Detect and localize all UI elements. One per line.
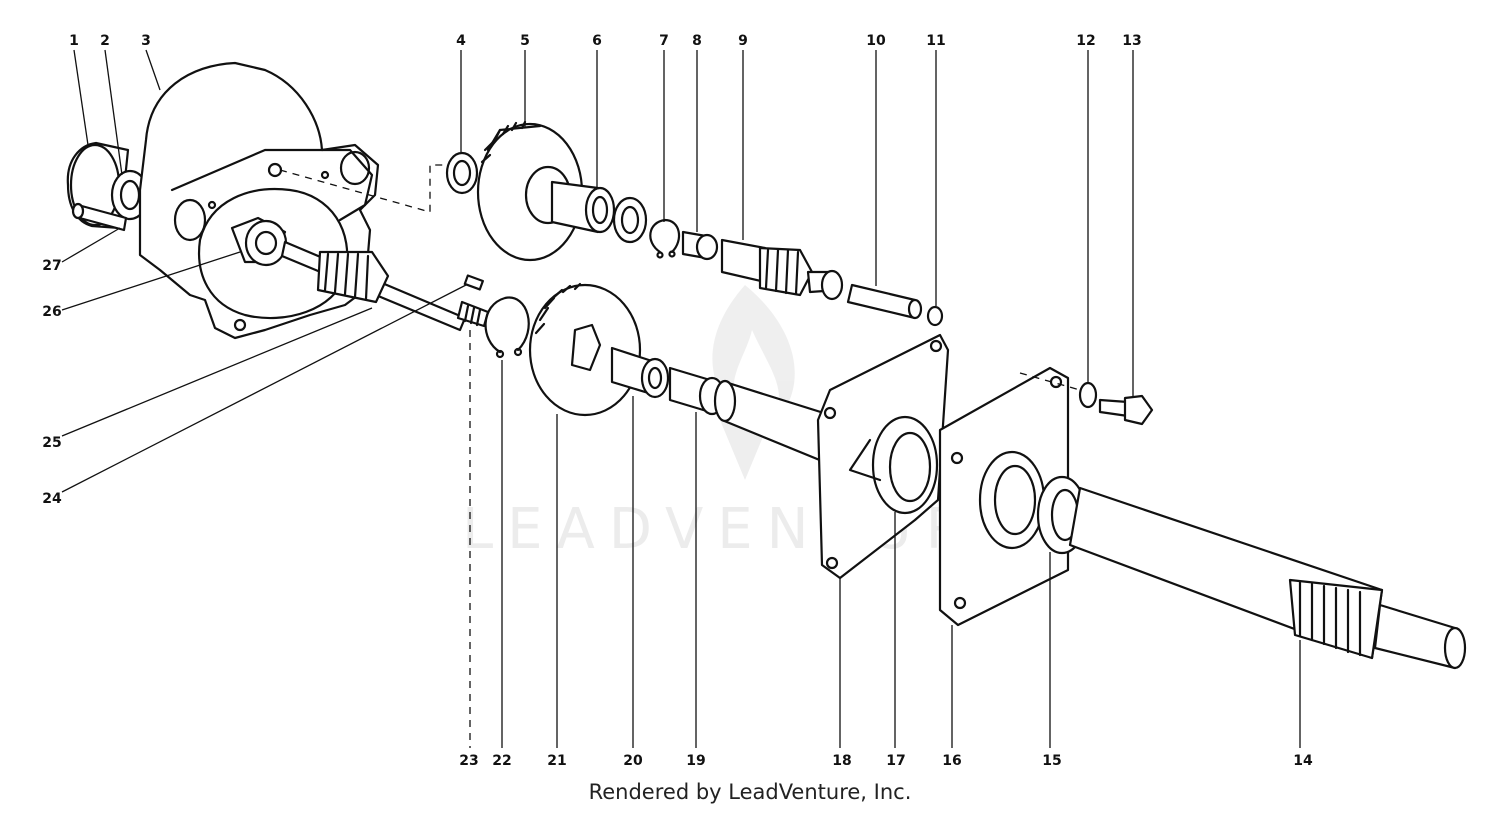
callout-23: 23 [459,753,478,769]
part-8-bushing [681,230,719,261]
part-16-plate [938,366,1070,627]
callout-14: 14 [1293,753,1313,769]
part-9-pinion [720,238,844,301]
callout-4: 4 [456,33,466,49]
assembly-line-1 [279,164,445,213]
part-10-pin [846,283,923,320]
part-24-key [463,274,484,291]
callout-3: 3 [141,33,151,49]
callout-9: 9 [738,33,748,49]
callout-24: 24 [42,491,62,507]
part-14-output-shaft [1068,486,1467,670]
part-23-spring [456,300,490,328]
part-3-housing [138,61,380,340]
callout-21: 21 [547,753,566,769]
callout-15: 15 [1042,753,1061,769]
part-22-snap-ring [484,296,530,359]
part-17-collar [848,415,939,515]
part-6-sleeve [550,180,616,234]
callout-26: 26 [42,304,61,320]
callout-5: 5 [520,33,530,49]
callout-10: 10 [866,33,886,49]
callout-labels: 1 2 3 4 5 6 7 8 9 10 11 12 13 14 15 16 1… [42,33,1313,769]
part-21-gear [528,282,642,417]
callout-11: 11 [926,33,945,49]
callout-2: 2 [100,33,110,49]
part-20-sleeve [610,346,670,399]
part-13-bolt [1098,394,1154,426]
callout-27: 27 [42,258,61,274]
callout-18: 18 [832,753,851,769]
part-11-ring [926,305,944,327]
callout-6: 6 [592,33,602,49]
callout-17: 17 [886,753,905,769]
part-27-bolt [71,202,128,232]
callout-13: 13 [1122,33,1141,49]
callout-8: 8 [692,33,702,49]
assembly-line-2 [1019,372,1081,391]
callout-1: 1 [69,33,79,49]
part-7-clip [649,218,681,259]
callout-12: 12 [1076,33,1095,49]
callout-16: 16 [942,753,961,769]
caption-text: Rendered by LeadVenture, Inc. [588,780,912,804]
leader-lines [61,49,1301,748]
callout-7: 7 [659,33,669,49]
callout-22: 22 [492,753,511,769]
part-25-pinion-shaft [280,240,467,332]
callout-20: 20 [623,753,643,769]
callout-25: 25 [42,435,61,451]
spacer-ring [612,196,648,244]
part-26-bushing [230,216,288,267]
part-12-washer [1078,381,1098,409]
part-4-washer [445,151,479,195]
callout-19: 19 [686,753,705,769]
